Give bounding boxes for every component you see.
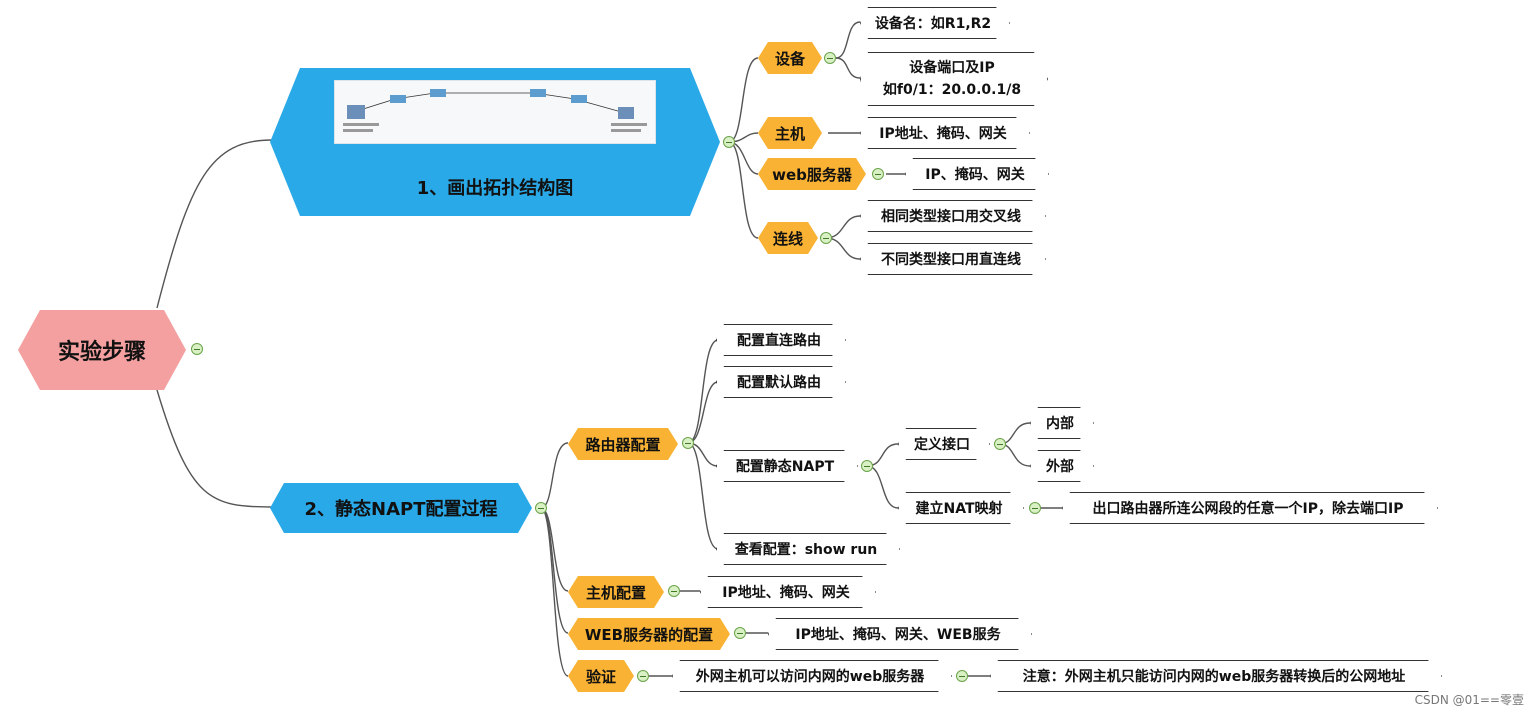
category-host-config[interactable]: 主机配置	[568, 576, 664, 608]
category-verify[interactable]: 验证	[568, 660, 634, 692]
leaf-link-cross[interactable]: 相同类型接口用交叉线	[860, 200, 1046, 232]
watermark: CSDN @01==零壹	[1414, 693, 1524, 707]
leaf-show-run[interactable]: 查看配置：show run	[716, 533, 900, 565]
leaf-host-ip[interactable]: IP地址、掩码、网关	[860, 117, 1030, 149]
root-node[interactable]: 实验步骤	[18, 310, 186, 390]
root-label: 实验步骤	[57, 340, 146, 365]
leaf-device-name[interactable]: 设备名：如R1,R2	[860, 7, 1010, 39]
leaf-outside[interactable]: 外部	[1030, 450, 1094, 482]
category-web-server[interactable]: web服务器	[758, 158, 866, 190]
leaf-web-ip[interactable]: IP、掩码、网关	[905, 158, 1049, 190]
collapse-icon[interactable]	[872, 168, 884, 180]
collapse-icon[interactable]	[682, 437, 694, 449]
collapse-icon[interactable]	[861, 460, 873, 472]
collapse-icon[interactable]	[1029, 502, 1041, 514]
category-host[interactable]: 主机	[758, 117, 822, 149]
leaf-static-napt[interactable]: 配置静态NAPT	[716, 450, 858, 482]
category-link[interactable]: 连线	[758, 222, 818, 254]
collapse-icon[interactable]	[637, 670, 649, 682]
category-router-config[interactable]: 路由器配置	[568, 428, 678, 460]
collapse-icon[interactable]	[820, 232, 832, 244]
topology-image	[334, 80, 656, 144]
collapse-icon[interactable]	[191, 343, 203, 355]
category-device[interactable]: 设备	[758, 42, 822, 74]
collapse-icon[interactable]	[723, 136, 735, 148]
leaf-mapping-detail[interactable]: 出口路由器所连公网段的任意一个IP，除去端口IP	[1062, 492, 1438, 524]
collapse-icon[interactable]	[956, 670, 968, 682]
category-web-config[interactable]: WEB服务器的配置	[568, 618, 730, 650]
leaf-direct-route[interactable]: 配置直连路由	[716, 324, 846, 356]
leaf-verify-access[interactable]: 外网主机可以访问内网的web服务器	[672, 660, 952, 692]
collapse-icon[interactable]	[668, 585, 680, 597]
branch-napt-label: 2、静态NAPT配置过程	[304, 499, 498, 520]
collapse-icon[interactable]	[734, 627, 746, 639]
collapse-icon[interactable]	[994, 438, 1006, 450]
leaf-link-straight[interactable]: 不同类型接口用直连线	[860, 243, 1046, 275]
leaf-define-interface[interactable]: 定义接口	[898, 428, 990, 460]
branch-topology-label: 1、画出拓扑结构图	[416, 178, 574, 199]
leaf-default-route[interactable]: 配置默认路由	[716, 366, 846, 398]
leaf-hostcfg-ip[interactable]: IP地址、掩码、网关	[700, 576, 876, 608]
branch-napt[interactable]: 2、静态NAPT配置过程	[270, 483, 532, 533]
leaf-webcfg-detail[interactable]: IP地址、掩码、网关、WEB服务	[768, 618, 1032, 650]
collapse-icon[interactable]	[535, 502, 547, 514]
leaf-device-port[interactable]: 设备端口及IP 如f0/1：20.0.0.1/8	[860, 52, 1048, 106]
collapse-icon[interactable]	[824, 52, 836, 64]
leaf-verify-note[interactable]: 注意：外网主机只能访问内网的web服务器转换后的公网地址	[990, 660, 1442, 692]
leaf-nat-mapping[interactable]: 建立NAT映射	[898, 492, 1024, 524]
leaf-inside[interactable]: 内部	[1030, 407, 1094, 439]
